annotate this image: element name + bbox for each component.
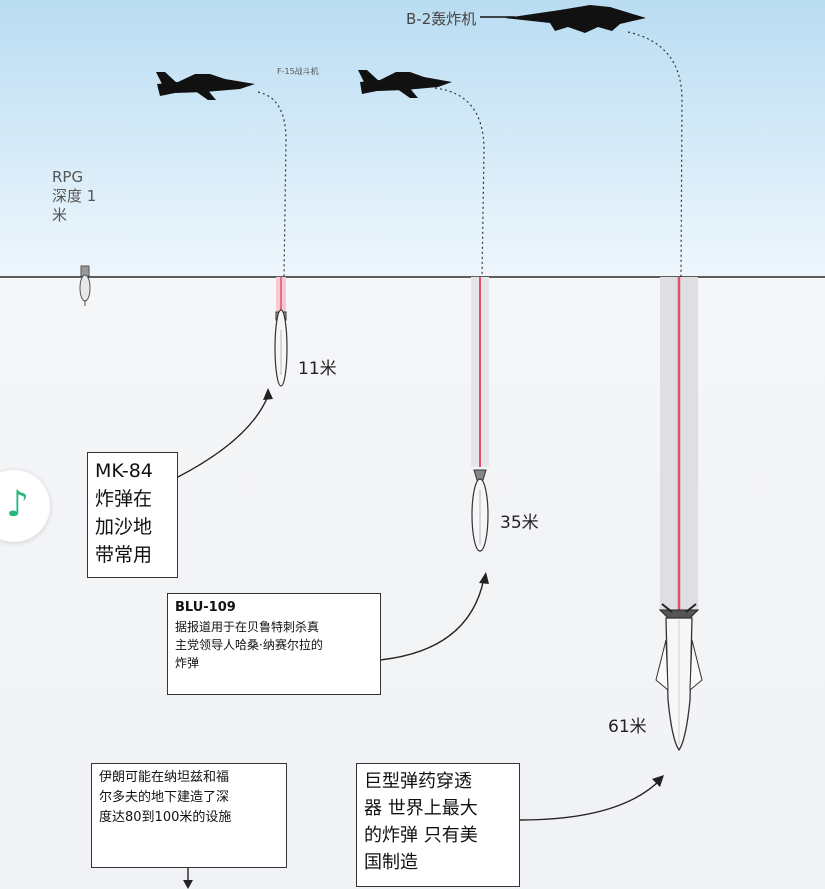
blu109-arrow (379, 577, 485, 661)
gbu57-bomb-icon (655, 603, 703, 752)
f15-label: F-15战斗机 (277, 67, 319, 76)
b2-bomber-icon (505, 5, 646, 33)
iran-facility-callout-box: 伊朗可能在纳坦兹和福 尔多夫的地下建造了深 度达80到100米的设施 (91, 763, 287, 868)
iran-facility-callout-text: 伊朗可能在纳坦兹和福 尔多夫的地下建造了深 度达80到100米的设施 (99, 770, 232, 825)
mk84-callout-box: MK-84 炸弹在 加沙地 带常用 (87, 452, 178, 578)
rpg-round-icon (79, 265, 91, 306)
f15-right-trajectory (434, 87, 485, 278)
f15-left-trajectory (257, 91, 287, 278)
f15-jet-right-icon (358, 70, 452, 98)
mk84-callout-text: MK-84 炸弹在 加沙地 带常用 (95, 460, 153, 566)
gbu57-callout-text: 巨型弹药穿透 器 世界上最大 的炸弹 只有美 国制造 (364, 771, 478, 873)
gbu57-arrow (519, 779, 661, 821)
blu109-callout-box: BLU-109 据报道用于在贝鲁特刺杀真 主党领导人哈桑·纳赛尔拉的 炸弹 (167, 593, 381, 695)
callout-arrows (175, 395, 661, 884)
blu109-callout-text: 据报道用于在贝鲁特刺杀真 主党领导人哈桑·纳赛尔拉的 炸弹 (175, 620, 323, 670)
gbu57-depth-label: 61米 (608, 717, 647, 737)
b2-label: B-2轰炸机 (406, 10, 477, 28)
b2-trajectory (627, 31, 683, 278)
mk84-arrow (175, 395, 269, 479)
blu109-callout-title: BLU-109 (175, 600, 236, 615)
gbu57-callout-box: 巨型弹药穿透 器 世界上最大 的炸弹 只有美 国制造 (356, 763, 520, 887)
blu109-depth-label: 35米 (500, 513, 539, 533)
arrowheads (183, 388, 664, 889)
mk84-depth-label: 11米 (298, 359, 337, 379)
mk84-bomb-icon (274, 309, 288, 387)
rpg-depth-label: RPG 深度 1 米 (52, 168, 97, 224)
blu109-bomb-icon (471, 469, 489, 552)
f15-jet-left-icon (156, 72, 255, 100)
music-note-icon: ♪ (6, 484, 29, 525)
